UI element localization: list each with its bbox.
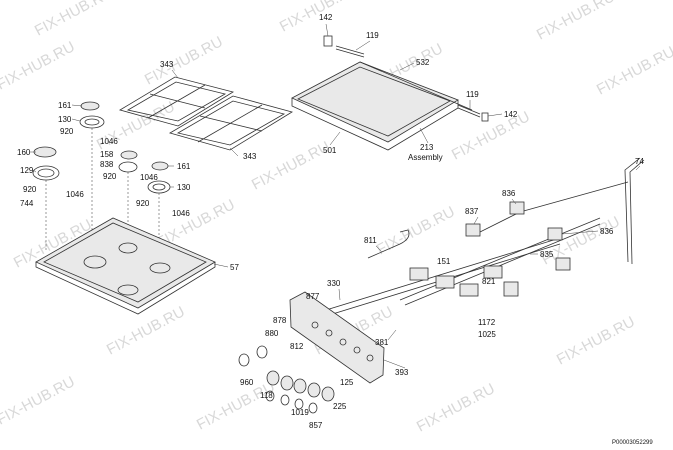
watermark-4: FIX-HUB.RU [0, 38, 78, 93]
label-920a: 920 [60, 127, 74, 136]
label-960: 960 [240, 378, 254, 387]
label-1046a: 1046 [100, 137, 118, 146]
label-836b: 836 [600, 227, 614, 236]
burner-head-129 [32, 165, 60, 181]
label-835: 835 [540, 250, 554, 259]
label-1025: 1025 [478, 330, 496, 339]
label-837: 837 [465, 207, 479, 216]
burner-head-838 [118, 161, 138, 173]
label-920d: 920 [136, 199, 150, 208]
label-878: 878 [273, 316, 287, 325]
hinge-right [457, 104, 489, 122]
label-161a: 161 [58, 101, 72, 110]
gas-rail [299, 217, 601, 325]
watermark-3: FIX-HUB.RU [534, 0, 618, 44]
label-1046c: 1046 [66, 190, 84, 199]
label-393: 393 [395, 368, 409, 377]
watermark-15: FIX-HUB.RU [104, 303, 188, 358]
gas-taps [409, 201, 571, 297]
hob-top-plate [35, 217, 216, 315]
burner-head-130b [147, 180, 171, 194]
label-130a: 130 [58, 115, 72, 124]
label-532: 532 [416, 58, 430, 67]
label-501: 501 [323, 146, 337, 155]
burner-cap-158 [120, 150, 138, 160]
watermark-5: FIX-HUB.RU [142, 33, 226, 88]
label-1046b: 1046 [140, 173, 158, 182]
label-213: 213 [420, 143, 434, 152]
label-836a: 836 [502, 189, 516, 198]
label-811: 811 [364, 236, 377, 245]
label-877: 877 [306, 292, 320, 301]
part-labels: 142 119 532 343 161 130 920 1046 119 142… [17, 13, 644, 430]
label-1019: 1019 [291, 408, 309, 417]
label-142b: 142 [504, 110, 518, 119]
label-225: 225 [333, 402, 347, 411]
label-130b: 130 [177, 183, 191, 192]
pan-support-left [118, 76, 235, 127]
thermocouple-811 [367, 229, 410, 259]
label-57: 57 [230, 263, 239, 272]
label-330: 330 [327, 279, 341, 288]
label-1046d: 1046 [172, 209, 190, 218]
label-118: 118 [260, 391, 273, 400]
label-880: 880 [265, 329, 279, 338]
label-119a: 119 [366, 31, 379, 40]
label-1172: 1172 [478, 318, 496, 327]
control-panel [289, 291, 385, 384]
label-744: 744 [20, 199, 34, 208]
watermark-20: FIX-HUB.RU [414, 380, 498, 435]
control-knobs [238, 345, 335, 414]
pan-support-right [168, 95, 293, 151]
label-213-assembly: Assembly [408, 153, 443, 162]
leader-lines [30, 23, 641, 369]
watermark-10: FIX-HUB.RU [449, 108, 533, 163]
label-838: 838 [100, 160, 114, 169]
hinge-left [323, 35, 365, 58]
glass-lid [291, 61, 473, 151]
label-129: 129 [20, 166, 34, 175]
label-151: 151 [437, 257, 451, 266]
burner-head-130a [79, 115, 105, 129]
burner-cap-161a [80, 101, 100, 111]
label-343a: 343 [160, 60, 174, 69]
label-920c: 920 [23, 185, 37, 194]
label-161b: 161 [177, 162, 191, 171]
label-142a: 142 [319, 13, 333, 22]
label-119b: 119 [466, 90, 479, 99]
label-821: 821 [482, 277, 496, 286]
watermark-18: FIX-HUB.RU [0, 373, 78, 428]
watermark-1: FIX-HUB.RU [32, 0, 116, 40]
watermark-19: FIX-HUB.RU [194, 378, 278, 433]
label-812: 812 [290, 342, 304, 351]
label-125: 125 [340, 378, 354, 387]
label-160: 160 [17, 148, 31, 157]
watermark-17: FIX-HUB.RU [554, 313, 638, 368]
label-158: 158 [100, 150, 114, 159]
diagram-code: P00003052299 [612, 440, 653, 446]
burner-cap-160 [33, 146, 57, 158]
label-381: 381 [375, 338, 389, 347]
label-343b: 343 [243, 152, 257, 161]
watermark-9: FIX-HUB.RU [249, 138, 333, 193]
watermark-layer: FIX-HUB.RU FIX-HUB.RU FIX-HUB.RU FIX-HUB… [0, 0, 673, 436]
label-920b: 920 [103, 172, 117, 181]
burner-cap-161b [151, 161, 169, 171]
label-74: 74 [635, 157, 644, 166]
watermark-7: FIX-HUB.RU [594, 43, 673, 98]
label-857: 857 [309, 421, 323, 430]
